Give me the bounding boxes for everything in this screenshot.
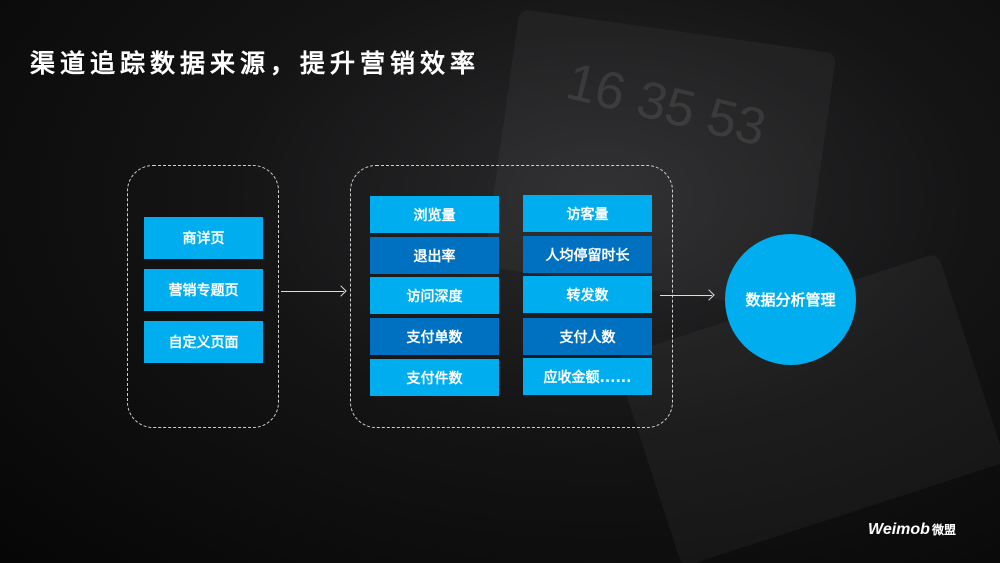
metric-cell: 浏览量 — [370, 196, 499, 233]
slide-title: 渠道追踪数据来源，提升营销效率 — [30, 49, 481, 78]
metric-cell: 退出率 — [370, 237, 499, 274]
page-item: 营销专题页 — [144, 269, 263, 311]
logo-brand: Weimob — [868, 521, 930, 538]
metric-cell: 访问深度 — [370, 277, 499, 314]
metric-cell: 支付单数 — [370, 318, 499, 355]
page-item: 自定义页面 — [144, 321, 263, 363]
metric-cell: 支付人数 — [523, 318, 652, 355]
page-item: 商详页 — [144, 217, 263, 259]
pages-group — [127, 165, 279, 428]
metric-cell: 转发数 — [523, 276, 652, 313]
metric-cell: 应收金额...... — [523, 358, 652, 395]
metric-cell: 支付件数 — [370, 359, 499, 396]
arrow-right-icon — [660, 295, 712, 296]
metric-cell: 人均停留时长 — [523, 236, 652, 273]
analysis-circle: 数据分析管理 — [725, 234, 856, 365]
metrics-group — [350, 165, 673, 428]
metric-cell: 访客量 — [523, 195, 652, 232]
logo-cn: 微盟 — [931, 523, 956, 537]
arrow-right-icon — [281, 291, 344, 292]
